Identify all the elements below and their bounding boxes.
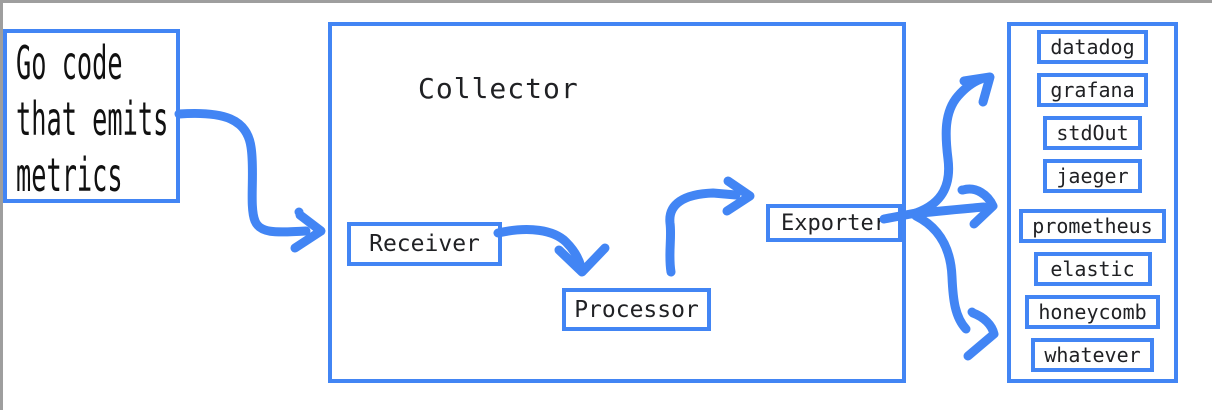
destination-datadog: datadog — [1037, 30, 1148, 64]
arrow-hub-to-bottom-destinations — [911, 211, 999, 361]
destination-prometheus: prometheus — [1019, 209, 1166, 243]
destination-whatever: whatever — [1031, 338, 1154, 372]
arrow-hub-to-middle-destinations — [908, 184, 998, 229]
receiver-label: Receiver — [369, 231, 480, 257]
destination-jaeger: jaeger — [1043, 159, 1142, 193]
arrow-hub-to-top-destinations — [911, 72, 995, 218]
source-line-3: metrics — [16, 148, 123, 202]
source-text: Go code that emits metrics — [16, 35, 168, 203]
destination-honeycomb: honeycomb — [1025, 295, 1160, 329]
collector-title: Collector — [418, 72, 579, 105]
source-line-2: that emits — [16, 92, 169, 146]
canvas-frame-left-edge — [0, 0, 3, 410]
processor-label: Processor — [574, 296, 699, 323]
exporter-label: Exporter — [781, 210, 887, 236]
destination-stdout: stdOut — [1043, 116, 1142, 150]
collector-box: Collector Receiver Processor Exporter — [328, 22, 906, 383]
exporter-node: Exporter — [766, 204, 902, 242]
source-line-1: Go code — [16, 36, 123, 90]
source-box: Go code that emits metrics — [3, 29, 180, 203]
destination-grafana: grafana — [1037, 73, 1148, 107]
arrow-source-to-receiver — [174, 108, 326, 253]
destination-elastic: elastic — [1033, 252, 1152, 286]
receiver-node: Receiver — [347, 222, 502, 266]
destinations-panel: datadog grafana stdOut jaeger prometheus… — [1007, 22, 1178, 383]
canvas-frame-top-edge — [0, 0, 1212, 3]
processor-node: Processor — [562, 288, 711, 331]
